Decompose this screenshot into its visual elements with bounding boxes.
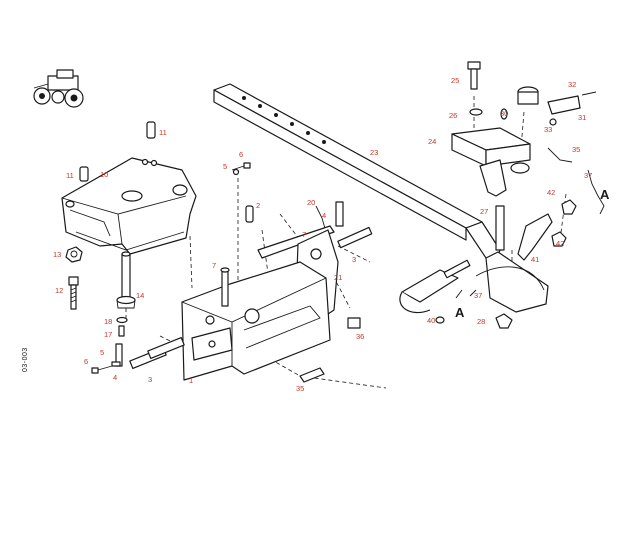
washer-part-26 [469,108,483,116]
bolt-part-25 [467,61,481,90]
callout-37-right: 37 [584,171,593,180]
callout-1: 1 [189,376,194,385]
nut-part-42-bottom [551,231,567,247]
bolt-part-6-top [231,162,251,171]
nut-part-13 [65,246,83,263]
callout-6-bottom: 6 [84,357,89,366]
callout-35-lower: 35 [296,384,305,393]
pin-part-3-right [337,226,373,249]
callout-42-top: 42 [547,188,556,197]
callout-30: 30 [500,109,509,118]
callout-20: 20 [307,198,316,207]
callout-7-lower: 7 [212,261,217,270]
bolt-part-6-bottom [91,365,113,374]
callout-10: 10 [100,170,109,179]
pin-part-3-left-b [147,336,185,360]
detail-arrow-left [455,289,463,299]
callout-36: 36 [356,332,365,341]
callout-14: 14 [136,291,145,300]
washer-part-40 [435,316,445,324]
hitch-frame-part-1 [181,261,331,381]
callout-3-left: 3 [148,375,153,384]
bushing-part-11-left [79,166,89,182]
callout-40: 40 [427,316,436,325]
callout-4-bottom: 4 [113,373,118,382]
pin-assembly-part-31 [517,86,597,126]
callout-25: 25 [451,76,460,85]
bolt-part-5-bottom [111,361,121,367]
callout-31: 31 [578,113,587,122]
callout-21: 21 [334,273,343,282]
callout-41: 41 [531,255,540,264]
plate-part-4-top [335,201,344,227]
callout-23: 23 [370,148,379,157]
bolt-part-17 [118,325,125,337]
callout-13: 13 [53,250,62,259]
callout-11-left: 11 [66,171,74,180]
chain-part-37-right [587,169,599,197]
clip-part-35-lower [299,367,325,383]
pin-part-30 [500,108,508,120]
callout-17: 17 [104,330,113,339]
detail-marker-a-right: A [600,187,610,202]
pin-part-14 [116,251,136,309]
hitch-housing-part-10 [61,157,197,255]
hitch-hook [399,251,549,314]
callout-2: 2 [256,201,261,210]
callout-32: 32 [568,80,577,89]
detail-arrow-right [597,195,605,215]
callout-33: 33 [544,125,553,134]
callout-37-left: 37 [474,291,483,300]
clamp-part-24 [451,127,531,197]
callout-28: 28 [477,317,486,326]
callout-27: 27 [480,207,489,216]
link-part-41 [517,213,553,261]
callout-5-bottom: 5 [100,348,105,357]
chain-part-37-left [469,289,477,297]
nut-part-42-top [561,199,577,215]
callout-42-bottom: 42 [556,239,565,248]
sleeve-part-2 [245,205,254,223]
drawbar-part-23 [213,83,501,263]
callout-24: 24 [428,137,437,146]
callout-35-right: 35 [572,145,581,154]
bolt-part-12 [68,276,79,310]
callout-4-top: 4 [322,211,327,220]
callout-11-top: 11 [159,128,167,137]
figure-reference-code: 03-003 [22,347,29,372]
handle-part-7-lower [220,267,230,307]
callout-6-top: 6 [239,150,244,159]
tractor-icon [33,69,84,108]
callout-26: 26 [449,111,458,120]
clip-part-35-right [547,147,573,163]
callout-18: 18 [104,317,113,326]
detail-marker-a-left: A [455,305,465,320]
callout-5-top: 5 [223,162,228,171]
callout-7-upper: 7 [302,230,307,239]
lever-part-7-upper [257,225,335,259]
washer-part-18 [116,316,128,324]
washer-part-5-top [232,168,240,176]
callout-3-right: 3 [352,255,357,264]
plate-part-36 [347,317,361,329]
nut-part-28 [495,313,513,329]
pin-part-27 [495,205,505,251]
callout-12: 12 [55,286,64,295]
bushing-part-11-top [146,121,156,139]
